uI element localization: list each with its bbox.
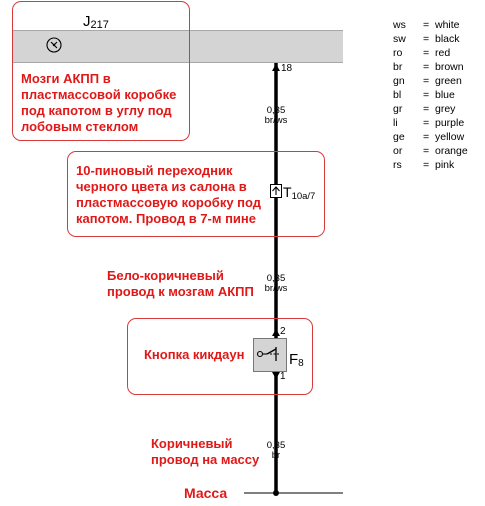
connector-arrow-icon <box>270 184 282 198</box>
switch-pin-bottom: 1 <box>280 371 286 382</box>
legend-equals: = <box>423 19 430 31</box>
callout-ecu <box>12 1 190 141</box>
wire-1-size: 0,35 <box>266 105 286 116</box>
legend-color-name: pink <box>435 159 455 171</box>
legend-color-name: brown <box>435 61 464 73</box>
legend-equals: = <box>423 61 430 73</box>
connector-note-text: 10-пиновый переходник черного цвета из с… <box>76 163 262 226</box>
ground-junction <box>273 490 279 496</box>
kickdown-switch-icon <box>256 347 279 361</box>
connector-designation: T10a/7 <box>283 184 316 202</box>
legend-row: br = brown <box>393 60 468 74</box>
legend-equals: = <box>423 103 430 115</box>
legend-row: ws = white <box>393 18 468 32</box>
wire-2-color: br/ws <box>264 283 288 294</box>
legend-row: li = purple <box>393 116 468 130</box>
wire-3-color: br <box>271 450 281 461</box>
legend-code: bl <box>393 89 402 101</box>
legend-code: rs <box>393 159 402 171</box>
legend-equals: = <box>423 75 430 87</box>
legend-row: gr = grey <box>393 102 468 116</box>
legend-row: sw = black <box>393 32 468 46</box>
legend-row: ro = red <box>393 46 468 60</box>
pin-1-arrow <box>272 372 280 379</box>
legend-color-name: red <box>435 47 451 59</box>
legend-code: ge <box>393 131 405 143</box>
pin-2-arrow <box>272 329 280 336</box>
kickdown-switch <box>253 338 287 372</box>
legend-color-name: grey <box>435 103 456 115</box>
legend-equals: = <box>423 159 430 171</box>
legend-row: gn = green <box>393 74 468 88</box>
legend-equals: = <box>423 145 430 157</box>
legend-color-name: blue <box>435 89 455 101</box>
pin-18-arrow <box>272 64 280 71</box>
legend-color-name: white <box>435 19 460 31</box>
legend-code: ro <box>393 47 403 59</box>
legend-code: br <box>393 61 403 73</box>
switch-designation: F8 <box>289 351 304 369</box>
ecu-designation: J217 <box>83 13 109 31</box>
switch-pin-top: 2 <box>280 326 286 337</box>
switch-note-text: Кнопка кикдаун <box>144 347 245 362</box>
legend-row: rs = pink <box>393 158 468 172</box>
legend-color-name: black <box>435 33 460 45</box>
ecu-pin-number: 18 <box>281 63 293 74</box>
wire-3-size: 0,35 <box>266 440 286 451</box>
legend-equals: = <box>423 117 430 129</box>
legend-color-name: purple <box>435 117 465 129</box>
legend-equals: = <box>423 89 430 101</box>
legend-color-name: green <box>435 75 462 87</box>
legend-code: gr <box>393 103 403 115</box>
legend-color-name: yellow <box>435 131 465 143</box>
ground-wire-note-text: Коричневый провод на массу <box>151 436 260 467</box>
wire-label-3: 0,35 br <box>261 441 291 461</box>
legend-equals: = <box>423 131 430 143</box>
wire-note-text: Бело-коричневый провод к мозгам АКПП <box>107 268 254 299</box>
wire-label-2: 0,35 br/ws <box>261 274 291 294</box>
wire-2-size: 0,35 <box>266 273 286 284</box>
legend-code: gn <box>393 75 405 87</box>
legend-code: li <box>393 117 398 129</box>
ecu-note-text: Мозги АКПП в пластмассовой коробке под к… <box>21 71 177 134</box>
legend-equals: = <box>423 33 430 45</box>
legend-code: ws <box>393 19 406 31</box>
legend-row: ge = yellow <box>393 130 468 144</box>
legend-color-name: orange <box>435 145 468 157</box>
legend-row: bl = blue <box>393 88 468 102</box>
legend-equals: = <box>423 47 430 59</box>
transmission-control-icon <box>46 37 62 53</box>
ground-label: Масса <box>184 485 228 501</box>
wire-1-color: br/ws <box>264 115 288 126</box>
ecu-component <box>13 30 343 63</box>
legend-row: or = orange <box>393 144 468 158</box>
wire-label-1: 0,35 br/ws <box>261 106 291 126</box>
legend-code: sw <box>393 33 406 45</box>
callout-switch <box>127 318 313 395</box>
legend-code: or <box>393 145 403 157</box>
callout-connector <box>67 151 325 237</box>
